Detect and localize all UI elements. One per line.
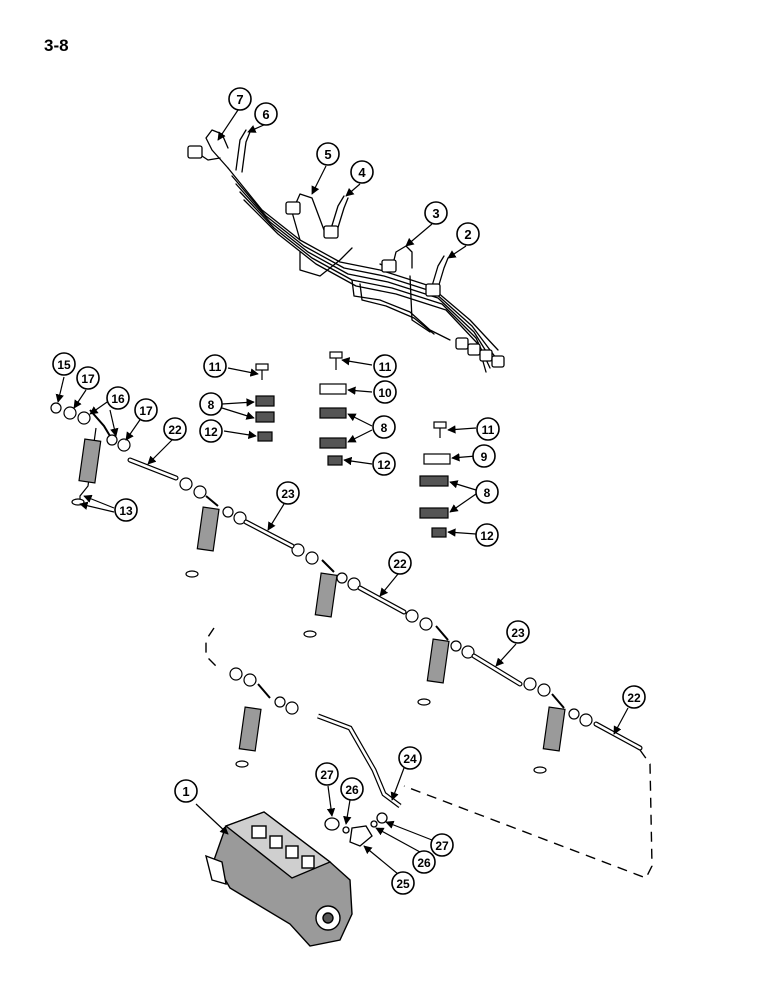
svg-text:2: 2 [464, 227, 471, 242]
callout-balloon: 26 [340, 777, 364, 801]
callout-balloon: 8 [372, 415, 396, 439]
callout-balloon: 23 [506, 620, 530, 644]
callout-balloon: 22 [388, 551, 412, 575]
callout-balloon: 11 [373, 354, 397, 378]
callout-balloon: 8 [475, 480, 499, 504]
callout-balloon: 7 [228, 87, 252, 111]
callout-balloon: 12 [372, 452, 396, 476]
svg-text:3: 3 [432, 206, 439, 221]
svg-text:10: 10 [378, 386, 392, 400]
svg-text:12: 12 [377, 458, 391, 472]
injection-lines-assembly [195, 129, 499, 373]
callout-balloon: 23 [276, 481, 300, 505]
callout-balloon: 25 [391, 871, 415, 895]
svg-text:12: 12 [480, 529, 494, 543]
svg-text:11: 11 [482, 423, 495, 437]
callout-balloon: 9 [472, 444, 496, 468]
leak-off-tubes [127, 457, 643, 751]
svg-text:26: 26 [345, 783, 359, 797]
callout-balloon: 4 [350, 160, 374, 184]
callout-balloon: 11 [203, 354, 227, 378]
callout-balloon: 8 [199, 392, 223, 416]
callout-balloon: 1 [174, 779, 198, 803]
callout-balloon: 24 [398, 746, 422, 770]
callout-leaders [55, 109, 629, 875]
svg-text:27: 27 [435, 839, 449, 853]
callout-balloon: 11 [476, 417, 500, 441]
callout-balloon: 17 [134, 398, 158, 422]
dashed-return-line [205, 627, 653, 879]
callout-balloon: 15 [52, 352, 76, 376]
svg-text:15: 15 [57, 358, 71, 372]
svg-text:22: 22 [168, 423, 182, 437]
svg-text:11: 11 [209, 360, 222, 374]
svg-text:25: 25 [396, 877, 410, 891]
svg-text:26: 26 [417, 856, 431, 870]
callout-balloon: 10 [373, 380, 397, 404]
callout-balloon: 12 [199, 419, 223, 443]
callout-balloon: 5 [316, 142, 340, 166]
line-fitting-nuts [187, 145, 505, 368]
svg-text:24: 24 [403, 752, 417, 766]
callout-balloon: 6 [254, 102, 278, 126]
svg-text:8: 8 [484, 486, 491, 500]
svg-text:17: 17 [139, 404, 153, 418]
return-line [317, 713, 402, 847]
injector-row [50, 402, 593, 774]
svg-text:7: 7 [236, 92, 243, 107]
callout-balloon: 13 [114, 498, 138, 522]
svg-text:4: 4 [358, 165, 366, 180]
svg-text:5: 5 [324, 147, 331, 162]
svg-text:23: 23 [511, 626, 525, 640]
svg-text:9: 9 [481, 450, 488, 464]
callout-balloon: 17 [76, 366, 100, 390]
svg-text:22: 22 [627, 691, 641, 705]
callout-balloons: 7 6 5 4 3 2 15 17 16 17 22 11 8 12 11 10… [52, 87, 646, 895]
svg-text:17: 17 [81, 372, 95, 386]
callout-balloon: 22 [622, 685, 646, 709]
page-number: 3-8 [44, 36, 69, 55]
callout-balloon: 22 [163, 417, 187, 441]
svg-text:6: 6 [262, 107, 269, 122]
callout-balloon: 27 [315, 762, 339, 786]
callout-balloon: 3 [424, 201, 448, 225]
callout-balloon: 26 [412, 850, 436, 874]
clamp-hardware [255, 351, 451, 538]
svg-text:27: 27 [320, 768, 334, 782]
svg-text:11: 11 [379, 360, 392, 374]
callout-balloon: 2 [456, 222, 480, 246]
svg-text:8: 8 [381, 421, 388, 435]
svg-text:8: 8 [208, 398, 215, 412]
svg-text:1: 1 [182, 784, 189, 799]
callout-balloon: 12 [475, 523, 499, 547]
injection-pump [204, 811, 353, 947]
svg-text:22: 22 [393, 557, 407, 571]
svg-text:16: 16 [111, 392, 125, 406]
svg-text:13: 13 [119, 504, 133, 518]
callout-balloon: 16 [106, 386, 130, 410]
callout-balloon: 27 [430, 833, 454, 857]
svg-text:23: 23 [281, 487, 295, 501]
svg-text:12: 12 [204, 425, 218, 439]
